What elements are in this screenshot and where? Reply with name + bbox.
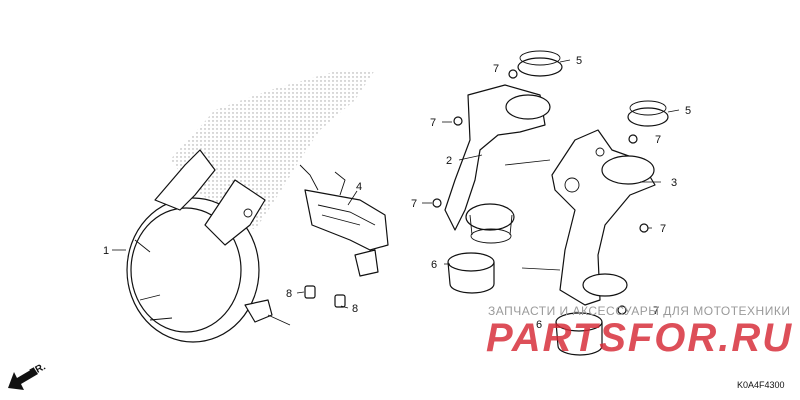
collar-6-b [555, 312, 603, 356]
callout-7-b: 7 [430, 117, 436, 129]
collar-6-a [447, 252, 495, 294]
screw-7-b [453, 116, 463, 126]
cap-5-b [627, 100, 669, 127]
screw-7-e [639, 223, 649, 233]
cap-5-a [517, 50, 563, 77]
callout-1: 1 [103, 245, 109, 257]
callout-4: 4 [356, 181, 362, 193]
callout-7-e: 7 [660, 223, 666, 235]
screw-7-d [628, 134, 638, 144]
callout-2: 2 [446, 155, 452, 167]
left-top-bridge [444, 84, 551, 244]
meter-bracket [299, 164, 389, 277]
leader-lines [112, 59, 680, 326]
watermark-tagline: ЗАПЧАСТИ И АКСЕССУАРЫ ДЛЯ МОТОТЕХНИКИ [488, 304, 791, 318]
callout-8-b: 8 [352, 303, 358, 315]
screw-7-a [508, 69, 518, 79]
callout-3: 3 [671, 177, 677, 189]
callout-7-f: 7 [653, 305, 659, 317]
headlight-case [126, 149, 273, 343]
bolt-8-b [334, 294, 346, 308]
callout-7-c: 7 [411, 198, 417, 210]
callout-6-a: 6 [431, 259, 437, 271]
callout-5-a: 5 [576, 55, 582, 67]
bolt-8-a [304, 285, 316, 299]
callout-6-b: 6 [536, 319, 542, 331]
screw-7-f [617, 305, 627, 315]
screw-7-c [432, 198, 442, 208]
front-arrow-icon [8, 368, 38, 390]
callout-7-a: 7 [493, 63, 499, 75]
callout-7-d: 7 [655, 134, 661, 146]
callout-5-b: 5 [685, 105, 691, 117]
watermark-brand: PARTSFOR.RU [486, 316, 794, 360]
right-top-bridge [551, 129, 656, 306]
diagram-code: K0A4F4300 [737, 380, 785, 390]
callout-8-a: 8 [286, 288, 292, 300]
direction-label: FR. [28, 361, 48, 378]
background-hatch [170, 70, 375, 230]
